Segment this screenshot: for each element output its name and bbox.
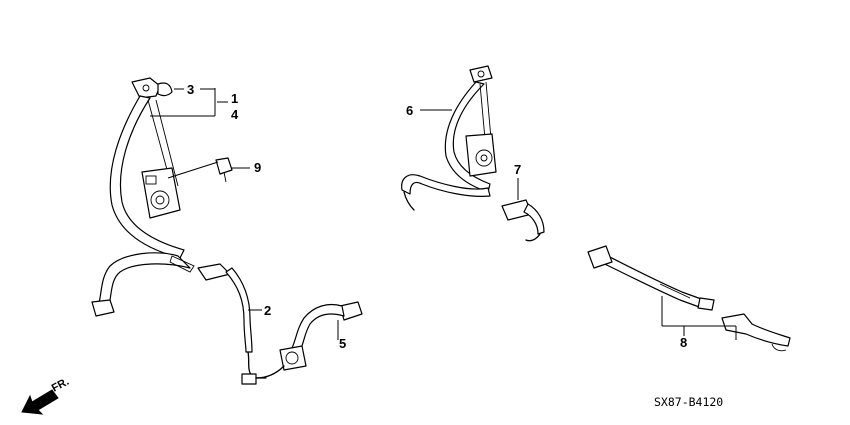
callout-3: 3 bbox=[187, 82, 194, 97]
rear-center-buckle-assembly bbox=[501, 199, 545, 242]
callout-6: 6 bbox=[406, 103, 413, 118]
rear-center-lap-belt-assembly bbox=[587, 245, 791, 352]
rear-shoulder-belt bbox=[444, 81, 491, 193]
front-buckle bbox=[197, 263, 231, 281]
front-arrow-icon bbox=[21, 389, 59, 415]
rear-retractor bbox=[465, 133, 497, 177]
callout-7: 7 bbox=[514, 162, 521, 177]
rear-center-buckle-wire bbox=[525, 233, 541, 242]
front-buckle-assembly bbox=[197, 263, 267, 385]
callout-2: 2 bbox=[264, 303, 271, 318]
lap-belt-lower bbox=[97, 252, 191, 311]
anchor-cover bbox=[157, 82, 173, 97]
front-arrow-label: FR. bbox=[50, 376, 71, 395]
rear-center-buckle-side bbox=[721, 313, 791, 347]
rear-center-buckle-stalk bbox=[523, 203, 545, 235]
leader-lines bbox=[150, 88, 737, 340]
lower-anchor-plate bbox=[91, 299, 115, 317]
front-seat-belt-assembly bbox=[91, 77, 233, 317]
rear-lap-belt bbox=[401, 174, 491, 197]
callout-4: 4 bbox=[231, 107, 239, 122]
upper-anchor bbox=[131, 77, 161, 99]
rear-seat-belt-assembly bbox=[401, 65, 497, 211]
rear-buckle-anchor bbox=[279, 345, 307, 371]
rear-center-belt-anchor bbox=[587, 245, 613, 269]
callout-8: 8 bbox=[680, 335, 687, 350]
rear-buckle-wire bbox=[255, 365, 285, 379]
callout-9: 9 bbox=[254, 160, 261, 175]
rear-anchor-end bbox=[403, 191, 415, 211]
rear-center-tongue bbox=[697, 297, 715, 311]
rear-buckle-assembly bbox=[255, 301, 363, 379]
retractor bbox=[141, 167, 181, 219]
callout-5: 5 bbox=[339, 336, 346, 351]
rear-upper-anchor bbox=[469, 65, 493, 83]
front-buckle-stalk bbox=[225, 267, 253, 353]
front-buckle-connector bbox=[241, 373, 257, 385]
shoulder-belt-webbing bbox=[109, 95, 185, 259]
diagram-code: SX87-B4120 bbox=[654, 395, 723, 409]
front-direction-indicator: FR. bbox=[21, 376, 71, 415]
callout-1: 1 bbox=[231, 91, 238, 106]
bolt bbox=[215, 157, 233, 183]
